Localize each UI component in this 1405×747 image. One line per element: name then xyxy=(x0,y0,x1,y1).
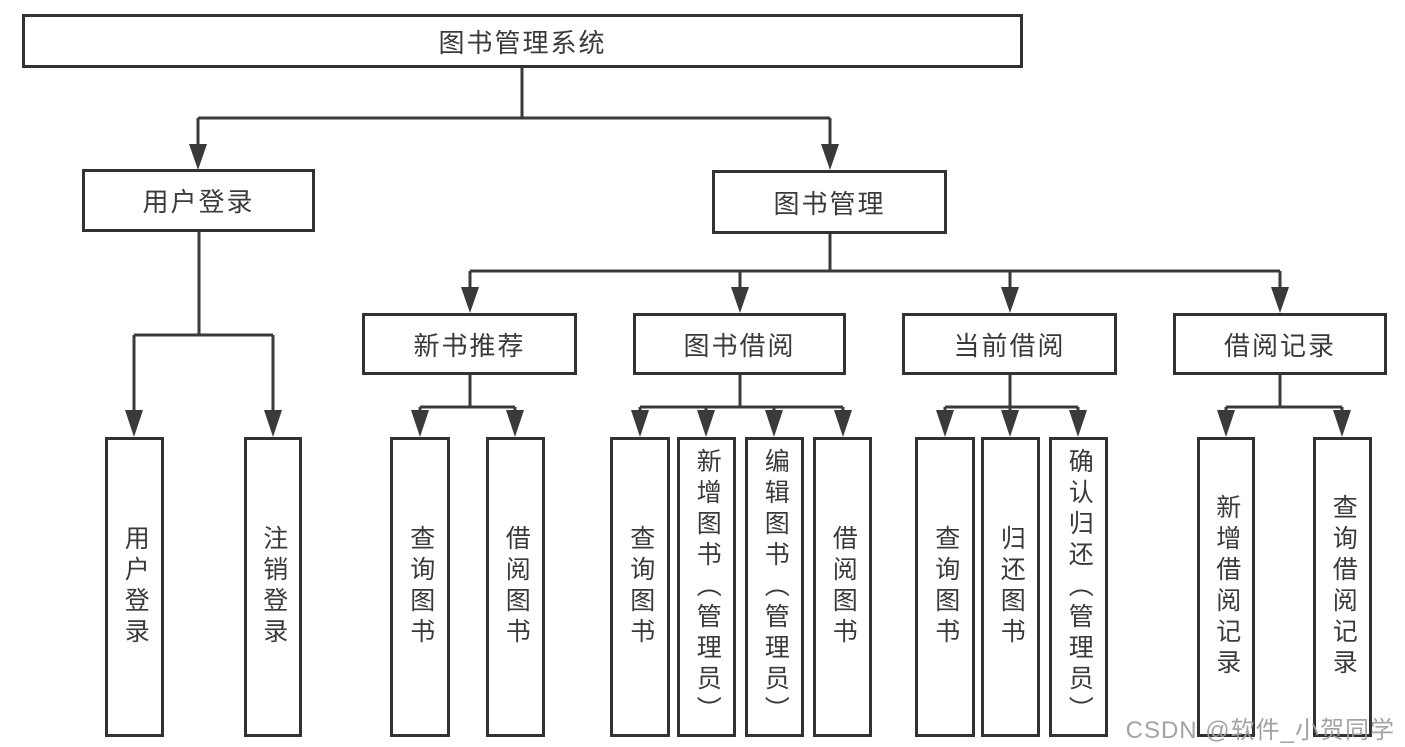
node-label: 借阅记录 xyxy=(1223,330,1336,361)
connector-root xyxy=(189,68,839,170)
node-label: 用户登录 xyxy=(121,525,150,649)
tree-node-library-system: 图书管理系统 xyxy=(22,14,1023,68)
connector-book-management xyxy=(461,234,1289,313)
tree-node-leaf-add-borrow-record: 新增借阅记录 xyxy=(1197,437,1255,737)
tree-node-book-borrowing: 图书借阅 xyxy=(633,313,846,375)
tree-node-leaf-edit-books-admin: 编辑图书（管理员） xyxy=(745,437,804,737)
connector-borrow-records xyxy=(1217,375,1351,437)
node-label: 归还图书 xyxy=(997,525,1026,649)
node-label: 新增借阅记录 xyxy=(1212,494,1241,680)
node-label: 查询图书 xyxy=(406,525,435,649)
connector-current-borrowing xyxy=(936,375,1087,437)
connector-user-login xyxy=(125,232,282,437)
node-label: 用户登录 xyxy=(142,187,255,217)
tree-node-new-book-recommend: 新书推荐 xyxy=(362,313,577,375)
node-label: 借阅图书 xyxy=(502,525,531,649)
tree-node-leaf-user-login: 用户登录 xyxy=(105,437,164,737)
node-label: 确认归还（管理员） xyxy=(1065,447,1094,727)
tree-node-leaf-logout: 注销登录 xyxy=(244,437,302,737)
tree-node-leaf-query-borrow-record: 查询借阅记录 xyxy=(1313,437,1372,737)
node-label: 图书管理 xyxy=(773,188,886,219)
node-label: 查询图书 xyxy=(626,525,655,649)
node-label: 新书推荐 xyxy=(413,330,526,361)
tree-node-leaf-add-books-admin: 新增图书（管理员） xyxy=(677,437,736,737)
node-label: 查询图书 xyxy=(931,525,960,649)
connector-new-book-recommend xyxy=(411,375,524,437)
node-label: 查询借阅记录 xyxy=(1329,494,1358,680)
node-label: 编辑图书（管理员） xyxy=(761,447,790,727)
node-label: 当前借阅 xyxy=(953,330,1066,361)
tree-node-leaf-query-books-borrowing: 查询图书 xyxy=(610,437,670,737)
node-label: 新增图书（管理员） xyxy=(693,447,722,727)
tree-node-user-login: 用户登录 xyxy=(82,169,315,232)
tree-node-leaf-confirm-return-admin: 确认归还（管理员） xyxy=(1049,437,1108,737)
tree-node-current-borrowing: 当前借阅 xyxy=(902,313,1117,375)
tree-node-leaf-borrow-books-recommend: 借阅图书 xyxy=(486,437,545,737)
tree-node-book-management: 图书管理 xyxy=(712,170,947,234)
tree-node-leaf-query-books-recommend: 查询图书 xyxy=(390,437,450,737)
tree-node-leaf-query-books-current: 查询图书 xyxy=(915,437,975,737)
connector-book-borrowing xyxy=(631,375,852,437)
tree-node-leaf-borrow-books-borrowing: 借阅图书 xyxy=(813,437,872,737)
tree-node-borrow-records: 借阅记录 xyxy=(1173,313,1387,375)
node-label: 图书借阅 xyxy=(683,330,796,361)
tree-node-leaf-return-books: 归还图书 xyxy=(981,437,1040,737)
node-label: 注销登录 xyxy=(259,525,288,649)
node-label: 图书管理系统 xyxy=(438,27,607,58)
node-label: 借阅图书 xyxy=(829,525,858,649)
